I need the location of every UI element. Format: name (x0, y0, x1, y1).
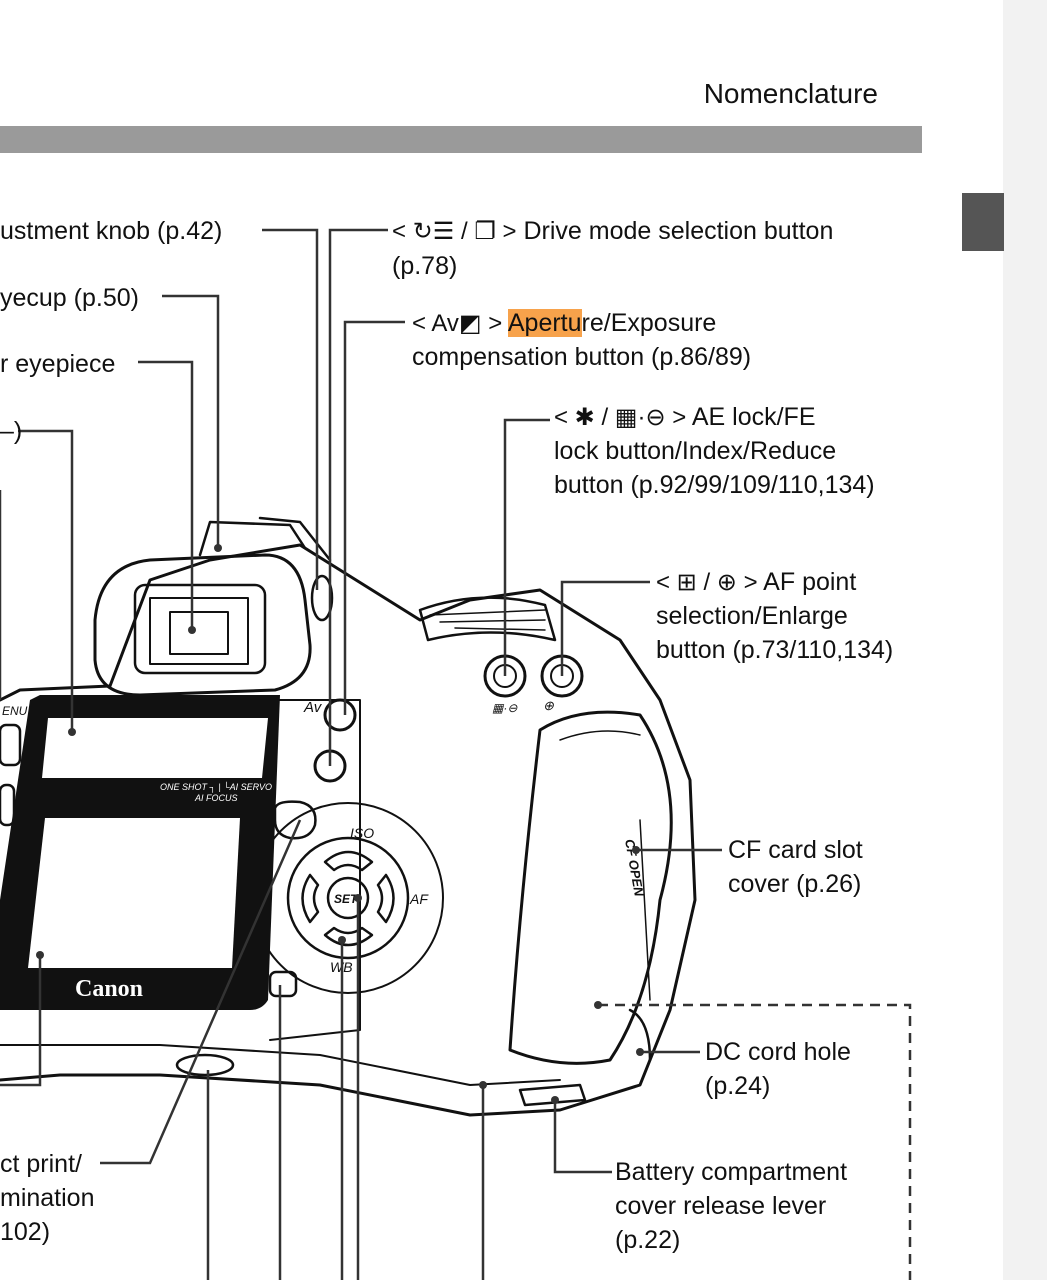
lcd-af-caption: ONE SHOT ┐ | └AI SERVO (160, 781, 272, 793)
af-mark: AF (409, 891, 429, 907)
label-diopter-knob: ustment knob (p.42) (0, 217, 223, 245)
av-mark: Av (303, 699, 323, 716)
camera-body-outline (0, 543, 697, 1117)
label-dc-cord-line2: (p.24) (705, 1072, 771, 1100)
label-lcd-panel: –) (0, 417, 23, 445)
label-ae-lock-line3: button (p.92/99/109/110,134) (554, 471, 875, 499)
canon-logo: Canon (75, 976, 143, 1002)
label-af-point: < ⊞ / ⊕ > AF point (656, 568, 857, 596)
manual-page: Nomenclature (0, 0, 1003, 1280)
label-eyepiece: r eyepiece (0, 350, 116, 378)
label-battery: Battery compartment (615, 1158, 848, 1186)
label-cf-card: CF card slot (728, 836, 863, 864)
label-battery-line3: (p.22) (615, 1226, 681, 1254)
label-direct-print-line2: mination (0, 1184, 95, 1212)
label-drive-mode-page: (p.78) (392, 252, 458, 280)
page-title: Nomenclature (703, 78, 878, 109)
set-mark: SET (334, 892, 359, 906)
ae-sub-mark: ▦·⊖ (492, 701, 518, 715)
lcd-screen (28, 818, 240, 968)
label-cf-card-line2: cover (p.26) (728, 870, 862, 898)
af-sub-mark: ⊕ (543, 698, 554, 713)
label-ae-lock-line2: lock button/Index/Reduce (554, 437, 837, 465)
label-direct-print: ct print/ (0, 1150, 82, 1178)
label-aperture: < Av◩ > Aperture/Exposure (412, 309, 717, 337)
label-dc-cord: DC cord hole (705, 1038, 851, 1066)
label-battery-line2: cover release lever (615, 1192, 827, 1220)
menu-mark: ENU (2, 704, 28, 718)
label-drive-mode: < ↻☰ / ❐ > Drive mode selection button (392, 217, 834, 245)
header-rule (0, 126, 922, 153)
ae-lock-icon: < ✱ / ▦·⊖ > (554, 404, 687, 431)
eyecup-shape (93, 553, 312, 697)
label-eyecup: yecup (p.50) (0, 284, 139, 312)
af-point-icon: < ⊞ / ⊕ > (656, 569, 758, 596)
drive-mode-icon: < ↻☰ / ❐ > (392, 218, 517, 245)
av-exposure-icon: < Av◩ > (412, 310, 503, 337)
lcd-af-caption-2: AI FOCUS (194, 793, 238, 803)
label-ae-lock: < ✱ / ▦·⊖ > AE lock/FE (554, 403, 816, 431)
label-af-point-line2: selection/Enlarge (656, 602, 848, 630)
label-direct-print-line3: 102) (0, 1218, 51, 1246)
label-af-point-line3: button (p.73/110,134) (656, 636, 894, 664)
section-tab-marker (962, 193, 1004, 251)
search-highlight: Apertu (507, 309, 582, 337)
leader-lines (0, 228, 912, 1280)
iso-mark: ISO (350, 825, 374, 841)
label-aperture-line2: compensation button (p.86/89) (412, 343, 752, 371)
grip-shape (508, 710, 673, 1065)
lcd-status-panel (42, 718, 268, 778)
